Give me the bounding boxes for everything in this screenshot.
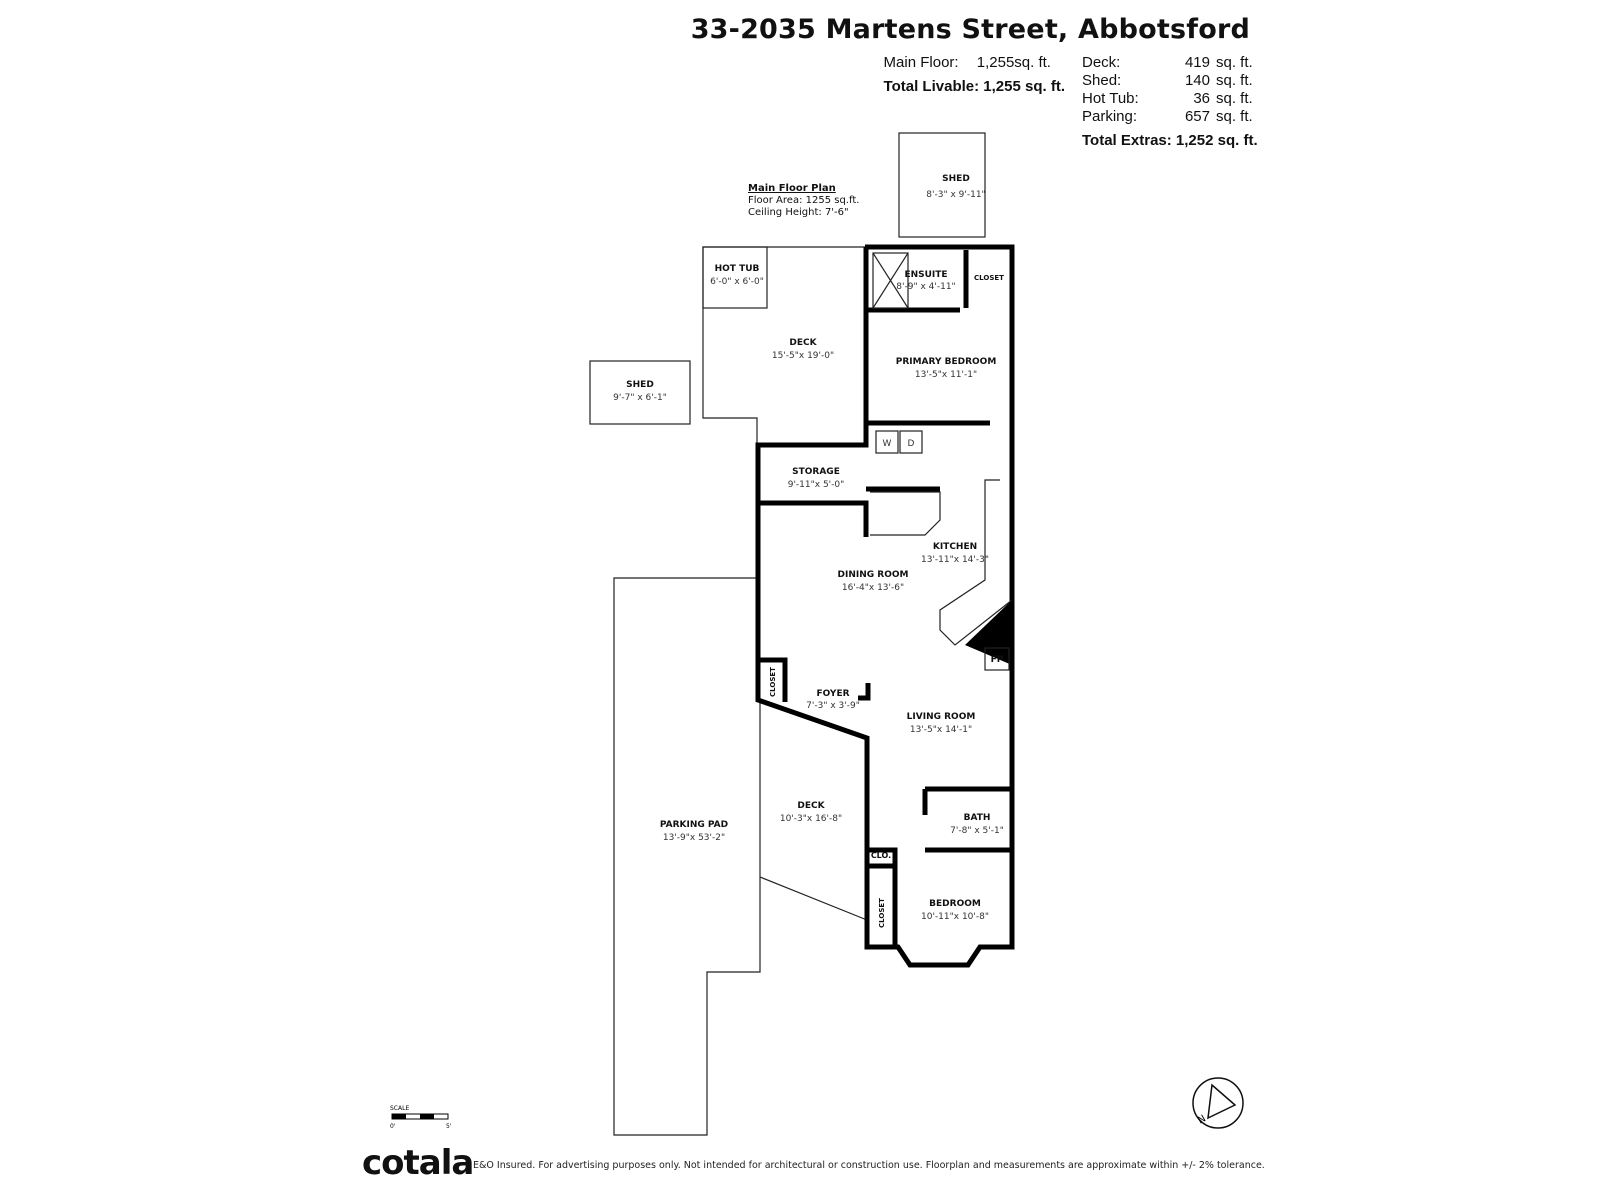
plan-floor-area: Floor Area: 1255 sq.ft. — [748, 195, 860, 206]
foyer-dims: 7'-3" x 3'-9" — [806, 701, 860, 711]
extra-unit: sq. ft. — [1216, 72, 1253, 89]
extra-label: Shed: — [1082, 72, 1122, 89]
shed-left-label: SHED — [626, 380, 654, 390]
closet-bedroom-label: CLOSET — [878, 898, 886, 928]
extra-value: 419 — [1184, 54, 1210, 71]
north-arrow-icon: N — [1192, 1077, 1244, 1129]
dryer-label: D — [908, 439, 915, 449]
extra-value: 36 — [1193, 90, 1210, 107]
deck-upper-dims: 15'-5"x 19'-0" — [772, 351, 834, 361]
deck-lower-edge — [759, 876, 868, 921]
deck-lower-dims: 10'-3"x 16'-8" — [780, 814, 842, 824]
storage-dims: 9'-11"x 5'-0" — [788, 480, 845, 490]
scale-label: SCALE — [390, 1105, 409, 1112]
parking-pad-dims: 13'-9"x 53'-2" — [663, 833, 725, 843]
compass-north-label: N — [1196, 1113, 1208, 1126]
extra-label: Hot Tub: — [1082, 90, 1139, 107]
extra-unit: sq. ft. — [1216, 108, 1253, 125]
extra-row-hot-tub: Hot Tub: 36 sq. ft. — [1082, 90, 1254, 108]
clo-label: CLO. — [871, 851, 891, 860]
shed-top-outline — [898, 132, 986, 238]
total-extras-stat: Total Extras: 1,252 sq. ft. — [1082, 132, 1258, 149]
scale-segment — [392, 1114, 406, 1119]
fireplace-box — [984, 647, 1010, 671]
kitchen-island — [870, 491, 941, 536]
wall-bedroom-closet — [867, 847, 898, 947]
shed-top-label: SHED — [942, 174, 970, 184]
extra-unit: sq. ft. — [1216, 90, 1253, 107]
extra-value: 657 — [1184, 108, 1210, 125]
scale-segment — [420, 1114, 434, 1119]
shower-box — [872, 252, 909, 309]
fireplace-fill — [965, 600, 1012, 665]
dining-room-dims: 16'-4"x 13'-6" — [842, 583, 904, 593]
foyer-label: FOYER — [816, 689, 849, 699]
main-floor-label: Main Floor: — [883, 54, 959, 71]
hot-tub-label: HOT TUB — [715, 264, 760, 274]
washer-label: W — [883, 439, 892, 449]
extra-unit: sq. ft. — [1216, 54, 1253, 71]
shed-left-dims: 9'-7" x 6'-1" — [613, 393, 667, 403]
shower-x — [872, 252, 909, 309]
dryer-box — [899, 430, 923, 454]
scale-bar: SCALE 0' 5' — [390, 1105, 452, 1130]
livable-block: Main Floor: 1,255sq. ft. Total Livable: … — [884, 54, 1065, 95]
kitchen-label: KITCHEN — [933, 542, 977, 552]
primary-bedroom-dims: 13'-5"x 11'-1" — [915, 370, 977, 380]
total-livable-value: 1,255 sq. ft. — [983, 78, 1065, 95]
property-address-title: 33-2035 Martens Street, Abbotsford — [690, 14, 1250, 45]
extra-row-parking: Parking: 657 sq. ft. — [1082, 108, 1254, 126]
living-room-dims: 13'-5"x 14'-1" — [910, 725, 972, 735]
extra-label: Deck: — [1082, 54, 1121, 71]
ensuite-dims: 8'-9" x 4'-11" — [896, 282, 955, 292]
bath-label: BATH — [964, 813, 991, 823]
bedroom-label: BEDROOM — [929, 899, 981, 909]
parking-pad-outline — [613, 577, 761, 1136]
fireplace-label: FP — [991, 655, 1004, 665]
deck-upper-label: DECK — [789, 338, 817, 348]
main-floor-stat: Main Floor: 1,255sq. ft. — [884, 54, 1065, 78]
wall-foyer-closet — [758, 657, 788, 702]
extra-row-shed: Shed: 140 sq. ft. — [1082, 72, 1254, 90]
disclaimer-text: E&O Insured. For advertising purposes on… — [473, 1160, 1265, 1171]
wall-storage — [758, 500, 869, 537]
scale-end: 5' — [446, 1123, 452, 1130]
total-extras-label: Total Extras: — [1082, 132, 1172, 149]
exterior-walls — [755, 244, 1015, 968]
bath-dims: 7'-8" x 5'-1" — [950, 826, 1004, 836]
extra-value: 140 — [1184, 72, 1210, 89]
dining-room-label: DINING ROOM — [838, 570, 909, 580]
kitchen-counter — [939, 479, 1013, 646]
bedroom-dims: 10'-11"x 10'-8" — [921, 912, 989, 922]
hot-tub-dims: 6'-0" x 6'-0" — [710, 277, 764, 287]
parking-pad-label: PARKING PAD — [660, 820, 728, 830]
total-livable-stat: Total Livable: 1,255 sq. ft. — [884, 78, 1065, 95]
scale-start: 0' — [390, 1123, 396, 1130]
plan-heading: Main Floor Plan — [748, 183, 836, 194]
extra-label: Parking: — [1082, 108, 1138, 125]
living-room-label: LIVING ROOM — [907, 712, 976, 722]
storage-label: STORAGE — [792, 467, 840, 477]
closet-primary-label: CLOSET — [974, 274, 1004, 282]
washer-box — [875, 430, 899, 454]
ensuite-label: ENSUITE — [904, 270, 947, 280]
total-livable-label: Total Livable: — [883, 78, 980, 95]
main-floor-value: 1,255sq. ft. — [976, 54, 1051, 71]
plan-info: Main Floor Plan Floor Area: 1255 sq.ft. … — [748, 183, 859, 219]
shed-top-dims: 8'-3" x 9'-11" — [926, 190, 985, 200]
shed-left-outline — [589, 360, 691, 425]
kitchen-dims: 13'-11"x 14'-3" — [921, 555, 989, 565]
deck-lower-label: DECK — [797, 801, 825, 811]
plan-ceiling-height: Ceiling Height: 7'-6" — [748, 207, 849, 218]
extras-list: Deck: 419 sq. ft. Shed: 140 sq. ft. Hot … — [1082, 54, 1258, 149]
extra-row-deck: Deck: 419 sq. ft. — [1082, 54, 1254, 72]
hot-tub-outline — [702, 246, 768, 309]
closet-foyer-label: CLOSET — [769, 667, 777, 697]
primary-bedroom-label: PRIMARY BEDROOM — [896, 357, 997, 367]
wall-foyer-stub — [858, 683, 871, 701]
cotala-logo: cotala — [362, 1143, 474, 1183]
total-extras-value: 1,252 sq. ft. — [1175, 132, 1258, 149]
